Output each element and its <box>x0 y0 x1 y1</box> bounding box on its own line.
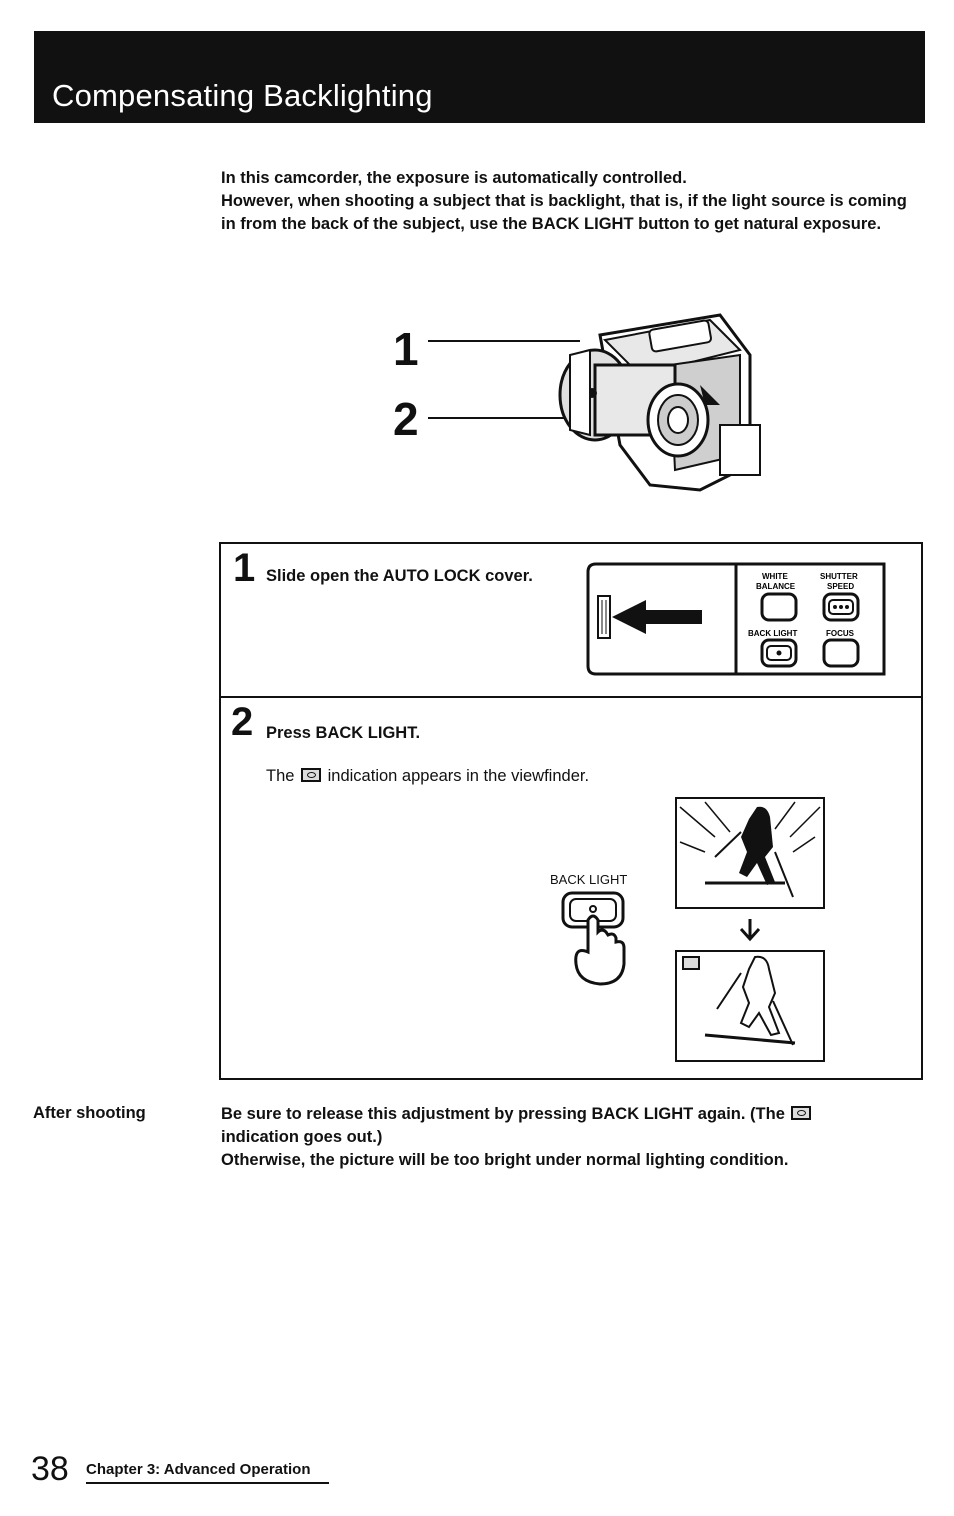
after-shooting-line-2: Otherwise, the picture will be too brigh… <box>221 1151 789 1169</box>
step-2-number: 2 <box>231 700 254 744</box>
callout-1: 1 <box>393 323 419 375</box>
step-2-note: The indication appears in the viewfinder… <box>266 767 589 786</box>
intro-line-1: In this camcorder, the exposure is autom… <box>221 169 687 187</box>
down-arrow-icon <box>739 919 761 942</box>
step-2-text: Press BACK LIGHT. <box>266 724 421 742</box>
backlight-indicator-icon <box>791 1106 812 1120</box>
auto-lock-panel-illustration: WHITE BALANCE SHUTTER SPEED BACK LIGHT F… <box>586 562 886 676</box>
viewfinder-illustrations <box>675 797 825 1062</box>
callout-2: 2 <box>393 393 419 445</box>
pressing-finger-icon <box>574 914 626 986</box>
footer-chapter: Chapter 3: Advanced Operation <box>86 1461 311 1478</box>
press-button-illustration <box>561 891 626 986</box>
focus-button[interactable] <box>822 638 860 668</box>
after-shooting-label: After shooting <box>33 1104 146 1122</box>
viewfinder-backlight-icon <box>682 956 700 970</box>
after-shooting-line-1-prefix: Be sure to release this adjustment by pr… <box>221 1105 785 1123</box>
intro-text: In this camcorder, the exposure is autom… <box>221 167 921 236</box>
intro-line-2: However, when shooting a subject that is… <box>221 192 907 233</box>
shutter-label: SHUTTER <box>820 572 858 581</box>
step-2-note-suffix: indication appears in the viewfinder. <box>327 767 590 785</box>
footer-rule <box>86 1482 329 1484</box>
speed-label: SPEED <box>827 582 854 591</box>
camcorder-illustration <box>428 313 761 492</box>
header-bar <box>34 31 925 123</box>
after-shooting-line-1: Be sure to release this adjustment by pr… <box>221 1103 921 1149</box>
page-title: Compensating Backlighting <box>52 78 433 113</box>
backlight-indicator-icon <box>301 768 322 782</box>
steps-box <box>219 542 923 1080</box>
after-shooting-line-1-suffix: indication goes out.) <box>221 1128 383 1146</box>
back-light-label: BACK LIGHT <box>748 629 797 638</box>
skier-visible-icon <box>739 955 781 1037</box>
step-1-text: Slide open the AUTO LOCK cover. <box>266 567 533 585</box>
step-2-note-prefix: The <box>266 767 295 785</box>
focus-label: FOCUS <box>826 629 855 638</box>
after-shooting-text: Be sure to release this adjustment by pr… <box>221 1103 921 1172</box>
slide-left-arrow-icon <box>612 600 702 634</box>
balance-label: BALANCE <box>756 582 796 591</box>
white-balance-button[interactable] <box>760 592 798 622</box>
page-number: 38 <box>31 1450 69 1488</box>
skier-silhouette-icon <box>739 806 775 885</box>
steps-divider <box>221 696 921 698</box>
back-light-button-label: BACK LIGHT <box>550 872 628 887</box>
step-1-number: 1 <box>233 546 256 590</box>
white-label-top: WHITE <box>762 572 788 581</box>
